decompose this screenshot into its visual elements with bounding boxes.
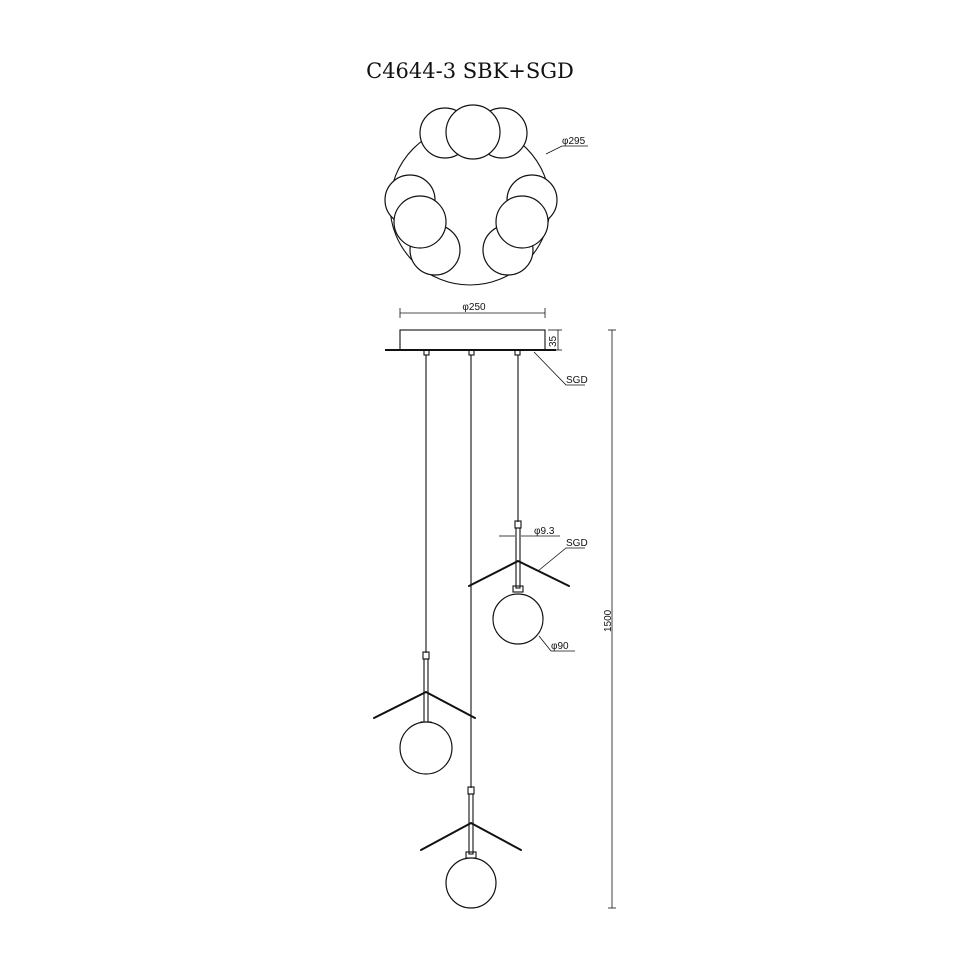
rod-diameter-label: φ9.3 [534,526,555,537]
globe-right [492,593,544,645]
leader-shade-finish [537,547,585,572]
leader-globe-diameter [538,635,575,652]
leader-top-view-diameter [545,145,588,155]
globe-middle [445,857,497,909]
canopy-height-label: 35 [548,335,559,347]
shade-finish-label: SGD [566,538,588,549]
canopy-diameter-label: φ250 [462,302,486,313]
globe-left [399,721,453,775]
leader-canopy-finish [533,351,585,386]
side-view: φ250 35 SGD φ9.3 [373,302,616,909]
pendant-middle [420,786,522,909]
shade-middle [420,821,522,851]
top-view: φ295 [384,104,588,286]
pendant-left [373,651,476,775]
top-view-globe-cluster-right [482,174,558,276]
shade-left [373,690,476,719]
shade-right [468,559,570,587]
top-view-diameter-label: φ295 [562,136,586,147]
pendant-right [468,520,570,645]
model-title: C4644-3 SBK+SGD [366,59,574,83]
top-view-globe-cluster-top [419,104,528,160]
overall-height-label: 1500 [603,609,614,632]
ceiling-canopy [399,329,546,351]
globe-diameter-label: φ90 [551,641,569,652]
canopy-finish-label: SGD [566,375,588,386]
top-view-globe-cluster-left [384,174,461,276]
